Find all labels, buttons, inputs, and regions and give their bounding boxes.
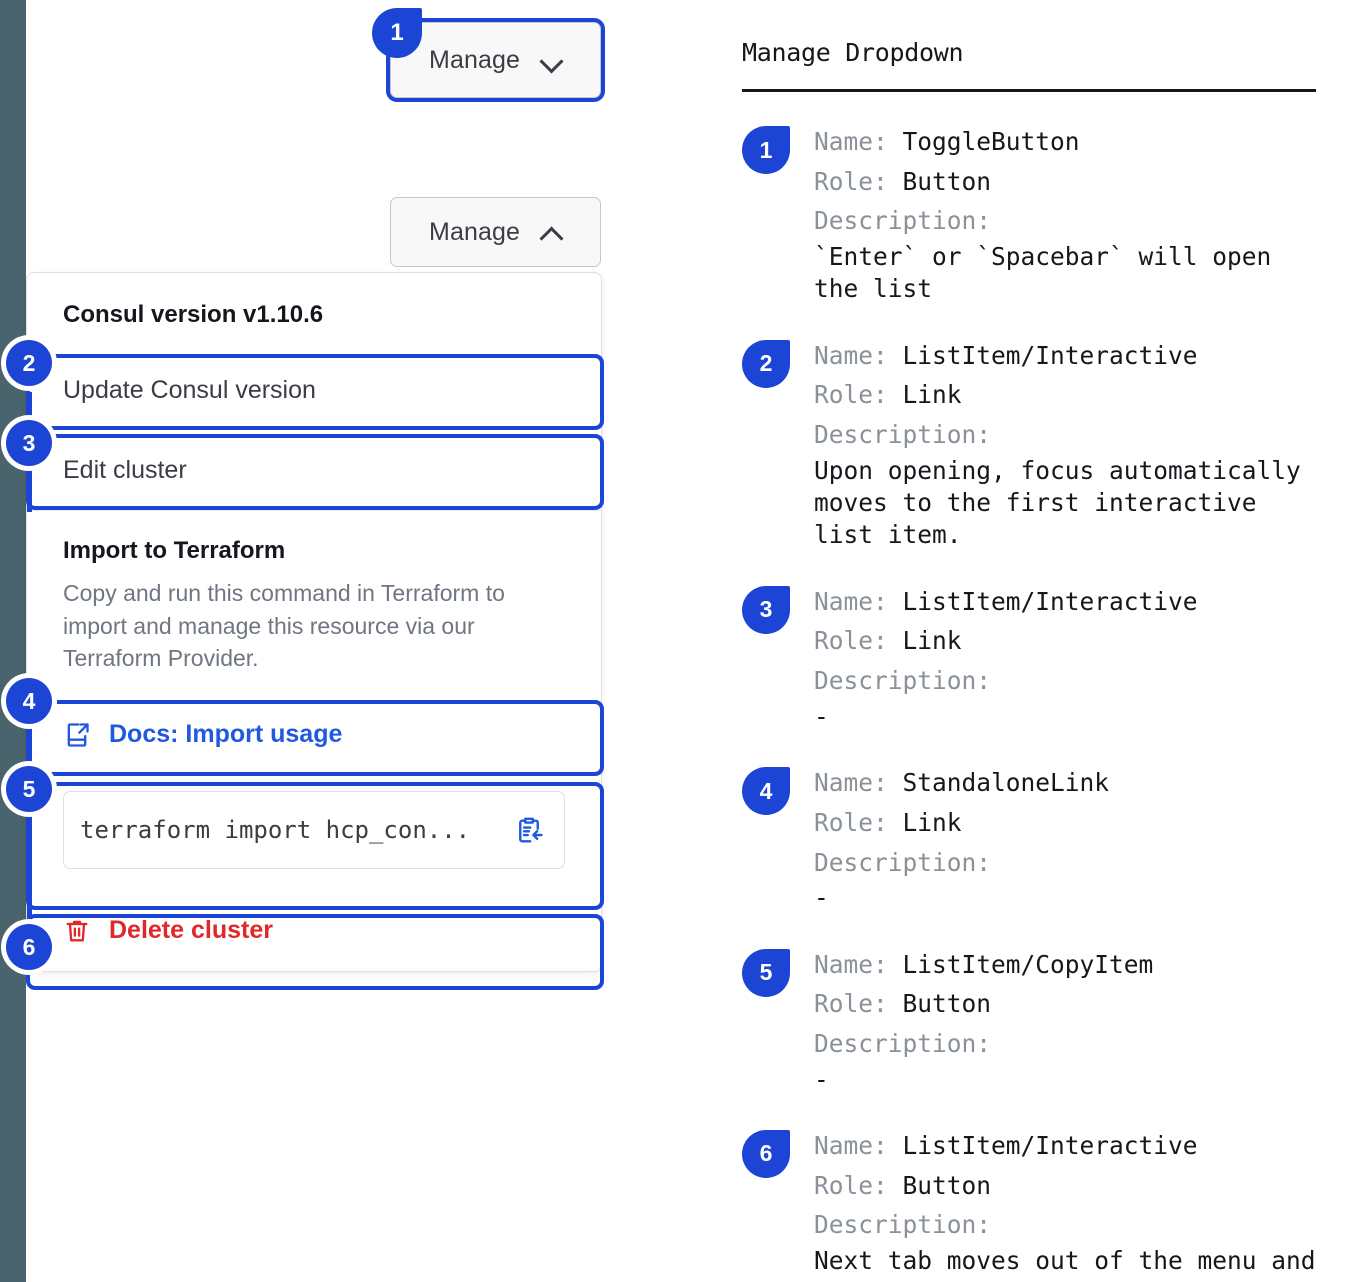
doc-description-value: Next tab moves out of the menu and to th… xyxy=(814,1246,1316,1282)
trash-icon xyxy=(63,917,91,945)
doc-name-value: ListItem/Interactive xyxy=(902,340,1198,370)
terraform-command-text: terraform import hcp_con... xyxy=(80,815,471,844)
doc-name-label: Name: xyxy=(814,949,903,979)
doc-name: Name: ListItem/Interactive xyxy=(814,336,1316,376)
doc-role: Role: Link xyxy=(814,375,1316,415)
doc-role-label: Role: xyxy=(814,807,903,837)
consul-version-heading: Consul version v1.10.6 xyxy=(63,301,324,328)
doc-role: Role: Button xyxy=(814,984,1316,1024)
menu-item-label: Edit cluster xyxy=(63,455,187,484)
marker-badge-4: 4 xyxy=(6,678,52,724)
doc-name: Name: ListItem/Interactive xyxy=(814,582,1316,622)
doc-role-value: Button xyxy=(902,166,992,196)
doc-description-value: `Enter` or `Spacebar` will open the list xyxy=(814,242,1272,304)
doc-name: Name: ToggleButton xyxy=(814,122,1316,162)
doc-role: Role: Button xyxy=(814,1166,1316,1206)
doc-name-value: ListItem/Interactive xyxy=(902,586,1198,616)
doc-role-label: Role: xyxy=(814,1170,903,1200)
doc-role-label: Role: xyxy=(814,989,903,1019)
doc-description-label: Description: xyxy=(814,206,992,236)
doc-role-value: Link xyxy=(902,380,962,410)
doc-role: Role: Link xyxy=(814,621,1316,661)
menu-item-delete-cluster[interactable]: Delete cluster xyxy=(27,891,601,971)
doc-name-label: Name: xyxy=(814,340,903,370)
doc-name-label: Name: xyxy=(814,1130,903,1160)
menu-item-label: Update Consul version xyxy=(63,376,316,404)
menu-item-update-consul-version[interactable]: Update Consul version xyxy=(27,351,601,431)
marker-badge-6: 6 xyxy=(6,924,52,970)
marker-badge-3: 3 xyxy=(6,420,52,466)
doc-role-label: Role: xyxy=(814,380,903,410)
doc-role-value: Button xyxy=(902,1170,992,1200)
doc-marker-badge-2: 2 xyxy=(742,339,790,388)
manage-toggle-button-closed[interactable]: Manage xyxy=(386,18,605,102)
doc-title: Manage Dropdown xyxy=(742,38,964,67)
terraform-command-box[interactable]: terraform import hcp_con... xyxy=(63,790,565,869)
doc-marker-badge-5: 5 xyxy=(742,948,790,997)
doc-title-rule xyxy=(742,89,1316,92)
menu-item-docs-import-usage[interactable]: Docs: Import usage xyxy=(27,695,601,775)
manage-button-label: Manage xyxy=(429,45,520,74)
import-to-terraform-body: Copy and run this command in Terraform t… xyxy=(63,580,505,672)
doc-marker-badge-4: 4 xyxy=(742,767,790,816)
doc-marker-badge-3: 3 xyxy=(742,585,790,634)
doc-name-value: ToggleButton xyxy=(902,127,1080,156)
docs-link-label: Docs: Import usage xyxy=(109,720,343,749)
doc-name-value: StandaloneLink xyxy=(902,768,1110,798)
doc-description-value: - xyxy=(814,701,829,731)
menu-item-edit-cluster[interactable]: Edit cluster xyxy=(27,431,601,511)
doc-name-label: Name: xyxy=(814,586,903,616)
doc-description-label: Description: xyxy=(814,847,992,877)
docs-external-link-icon xyxy=(63,721,91,749)
doc-description-label: Description: xyxy=(814,666,992,696)
marker-badge-5: 5 xyxy=(6,766,52,812)
manage-toggle-button-open[interactable]: Manage xyxy=(390,197,601,267)
marker-badge-2: 2 xyxy=(6,340,52,386)
doc-role-value: Link xyxy=(902,807,962,837)
marker-badge-1: 1 xyxy=(372,8,422,58)
terraform-command-row: terraform import hcp_con... xyxy=(27,775,601,891)
left-nav-rail xyxy=(0,0,26,1282)
doc-description-label: Description: xyxy=(814,420,992,450)
annotation-connector-3-end xyxy=(27,472,32,512)
doc-role-value: Link xyxy=(902,626,962,656)
doc-name-value: ListItem/Interactive xyxy=(902,1130,1198,1160)
manage-dropdown-panel: Consul version v1.10.6 Update Consul ver… xyxy=(26,272,602,972)
doc-description-value: - xyxy=(814,883,829,913)
chevron-up-icon xyxy=(542,222,562,242)
doc-description-label: Description: xyxy=(814,1028,992,1058)
import-to-terraform-title: Import to Terraform xyxy=(63,537,286,564)
doc-name: Name: StandaloneLink xyxy=(814,763,1316,803)
doc-role-label: Role: xyxy=(814,166,903,196)
doc-name: Name: ListItem/CopyItem xyxy=(814,945,1316,985)
doc-role: Role: Link xyxy=(814,803,1316,843)
chevron-down-icon xyxy=(542,50,562,70)
doc-description-value: Upon opening, focus automatically moves … xyxy=(814,455,1301,550)
doc-name-value: ListItem/CopyItem xyxy=(902,949,1154,979)
clipboard-copy-icon[interactable] xyxy=(512,813,546,847)
doc-description-label: Description: xyxy=(814,1210,992,1240)
menu-divider xyxy=(27,510,601,511)
delete-cluster-label: Delete cluster xyxy=(109,916,273,945)
manage-button-label-open: Manage xyxy=(429,217,520,246)
doc-name-label: Name: xyxy=(814,768,903,798)
doc-marker-badge-6: 6 xyxy=(742,1129,790,1178)
doc-role: Role: Button xyxy=(814,162,1316,202)
doc-marker-badge-1: 1 xyxy=(742,126,790,174)
doc-role-label: Role: xyxy=(814,626,903,656)
doc-name-label: Name: xyxy=(814,127,903,156)
doc-name: Name: ListItem/Interactive xyxy=(814,1126,1316,1166)
doc-description-value: - xyxy=(814,1064,829,1094)
doc-role-value: Button xyxy=(902,989,992,1019)
